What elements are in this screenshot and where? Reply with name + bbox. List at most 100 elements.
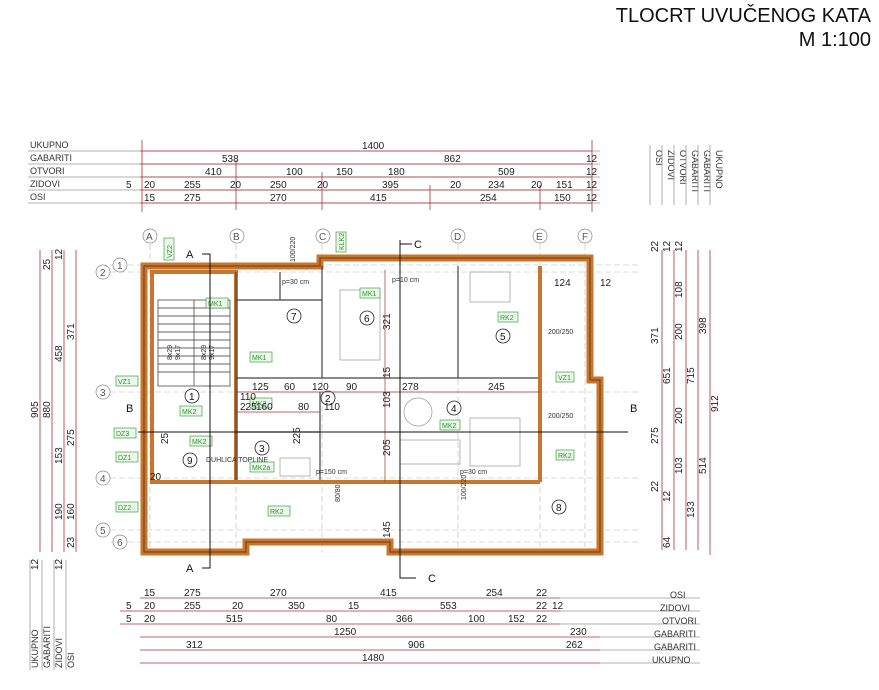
section-c-top: C xyxy=(414,239,422,251)
tag-dz1: DZ1 xyxy=(118,455,131,462)
axis-row-6: 6 xyxy=(117,538,123,549)
top-row-label-gabariti: GABARITI xyxy=(30,153,72,163)
axis-row-5: 5 xyxy=(100,526,106,537)
top-otv-150: 150 xyxy=(336,167,353,178)
int-dim-321: 321 xyxy=(382,313,393,330)
right-dim-124: 124 xyxy=(554,278,571,289)
stair-label-1: 8x29 xyxy=(167,345,174,360)
int-dim-225b: 225 xyxy=(292,427,303,444)
right-dim-912: 912 xyxy=(710,395,721,412)
room-3-number: 3 xyxy=(259,444,265,455)
top-zid-250: 250 xyxy=(270,180,287,191)
axis-col-d: D xyxy=(454,232,461,243)
top-zid-5: 5 xyxy=(126,180,132,191)
right-label-gabariti-1: GABARITI xyxy=(690,150,700,192)
left-dimension-lines xyxy=(29,250,77,670)
bot-osi-275: 275 xyxy=(184,588,201,599)
bot-zid-255: 255 xyxy=(184,601,201,612)
bot-label-gabariti-2: GABARITI xyxy=(654,642,696,652)
right-dim-200b: 200 xyxy=(674,407,685,424)
window-mark-6: p=30 cm xyxy=(282,279,309,286)
left-dim-160: 160 xyxy=(66,503,77,520)
room-7-number: 7 xyxy=(291,312,297,323)
tag-dz2: DZ2 xyxy=(118,505,131,512)
right-dim-200a: 200 xyxy=(674,323,685,340)
note-duhlica: DUHLICA TOPLINE xyxy=(206,457,268,464)
axis-row-3: 3 xyxy=(100,388,106,399)
top-dimension-values: 1400 538 862 12 410 100 150 180 509 12 5… xyxy=(126,141,598,204)
right-dimension-values: 22 12 12 124 12 108 371 200 398 651 715 … xyxy=(554,240,721,548)
bot-ukupno-1480: 1480 xyxy=(362,653,385,664)
top-zid-151: 151 xyxy=(556,180,573,191)
stair-labels: 8x29 9x17 8x29 9x17 xyxy=(167,345,216,360)
top-otv-410: 410 xyxy=(205,167,222,178)
window-marks: 200/250 200/250 100/220 100/220 80/80 p=… xyxy=(282,237,573,502)
right-label-zidovi: ZIDOVI xyxy=(666,150,676,180)
int-dim-125: 125 xyxy=(252,382,269,393)
right-vertical-labels: OSI ZIDOVI OTVORI GABARITI GABARITI UKUP… xyxy=(654,150,724,192)
window-mark-9: p=150 cm xyxy=(316,469,347,476)
bot-otv-20: 20 xyxy=(144,614,156,625)
int-dim-60: 60 xyxy=(284,382,296,393)
top-row-label-otvori: OTVORI xyxy=(30,166,65,176)
top-gab-12: 12 xyxy=(586,154,598,165)
tag-vz1-b: VZ1 xyxy=(558,375,571,382)
left-dim-275: 275 xyxy=(66,429,77,446)
bot-gab-312: 312 xyxy=(186,640,203,651)
room-1-number: 1 xyxy=(189,392,195,403)
left-dim-12c: 12 xyxy=(54,558,65,570)
int-dim-278: 278 xyxy=(402,382,419,393)
left-label-zidovi: ZIDOVI xyxy=(54,638,64,668)
top-osi-150: 150 xyxy=(554,193,571,204)
axis-col-e: E xyxy=(536,232,543,243)
top-osi-270: 270 xyxy=(270,193,287,204)
room-8-number: 8 xyxy=(556,503,562,514)
bot-zid-15: 15 xyxy=(348,601,360,612)
top-gab-862: 862 xyxy=(444,154,461,165)
top-zid-12: 12 xyxy=(586,180,598,191)
staircase xyxy=(157,299,231,387)
left-dim-23: 23 xyxy=(66,536,77,548)
right-dim-103: 103 xyxy=(674,457,685,474)
window-mark-3: 100/220 xyxy=(290,237,297,262)
bot-zid-22: 22 xyxy=(536,601,548,612)
tag-rk2-b: RK2 xyxy=(558,453,572,460)
right-dim-398: 398 xyxy=(698,317,709,334)
axis-row-2: 2 xyxy=(100,268,106,279)
section-lines xyxy=(138,240,628,579)
tag-vz2: VZ2 xyxy=(167,245,174,258)
window-mark-8: p=10 cm xyxy=(392,277,419,284)
int-dim-80: 80 xyxy=(298,402,310,413)
interior-dims xyxy=(236,270,540,482)
left-dim-905: 905 xyxy=(30,401,41,418)
exterior-walls xyxy=(140,254,604,556)
bot-osi-15: 15 xyxy=(144,588,156,599)
top-zid-395: 395 xyxy=(382,180,399,191)
right-dim-275: 275 xyxy=(650,427,661,444)
int-dim-25: 25 xyxy=(160,432,171,444)
bot-otv-515: 515 xyxy=(226,614,243,625)
drawing-title: TLOCRT UVUČENOG KATA M 1:100 xyxy=(616,4,871,52)
axis-col-a: A xyxy=(146,232,153,243)
top-zid-20b: 20 xyxy=(230,180,242,191)
int-dim-245: 245 xyxy=(488,382,505,393)
right-dim-651: 651 xyxy=(662,367,673,384)
left-vertical-labels: UKUPNO GABARITI ZIDOVI OSI xyxy=(30,626,76,668)
section-a-bottom: A xyxy=(186,563,194,575)
bottom-dimension-lines xyxy=(120,597,700,664)
top-row-label-ukupno: UKUPNO xyxy=(30,140,69,150)
bot-label-osi: OSI xyxy=(670,590,686,600)
left-dim-880: 880 xyxy=(42,401,53,418)
int-dim-20: 20 xyxy=(150,472,162,483)
right-dim-12d: 12 xyxy=(662,490,673,502)
tag-mk2-a: MK2 xyxy=(182,409,197,416)
room-4-number: 4 xyxy=(451,404,457,415)
right-dim-715: 715 xyxy=(686,367,697,384)
section-labels: A A B B C C xyxy=(126,239,637,585)
top-otv-509: 509 xyxy=(498,167,515,178)
tag-rk2-c: RK2 xyxy=(500,315,514,322)
interior-walls xyxy=(150,266,542,484)
left-dim-25: 25 xyxy=(42,258,53,270)
right-dim-12a: 12 xyxy=(662,240,673,252)
top-otv-100: 100 xyxy=(286,167,303,178)
